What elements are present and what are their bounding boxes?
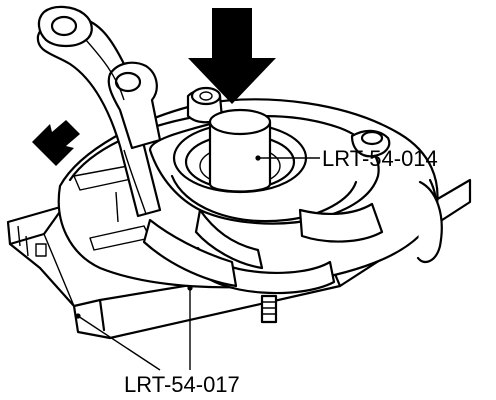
diagonal-arrow-icon [32,120,80,166]
remover-tool [208,108,272,193]
down-arrow-icon [188,8,276,104]
label-remover-tool: LRT-54-014 [322,146,438,171]
leader-lines [75,155,320,371]
label-support-plate: LRT-54-017 [124,372,240,397]
